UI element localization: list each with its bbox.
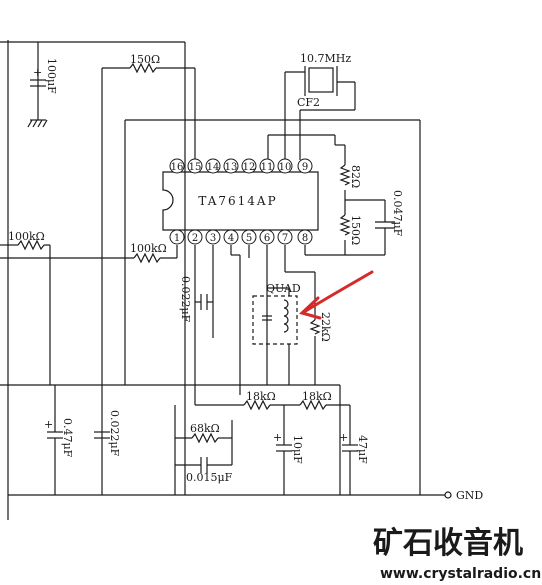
watermark: 矿石收音机 www.crystalradio.cn xyxy=(373,526,541,582)
label-cap-0022-left: 0.022μF xyxy=(108,410,121,457)
ic-pin-15: 15 xyxy=(189,162,202,173)
ic-pin-12: 12 xyxy=(243,162,256,173)
watermark-url: www.crystalradio.cn xyxy=(380,566,541,582)
label-res-68k: 68kΩ xyxy=(190,422,220,435)
svg-text:+: + xyxy=(44,418,53,431)
ic-pin-6: 6 xyxy=(264,233,270,244)
ic-label: TA7614AP xyxy=(198,194,277,208)
ic-pin-5: 5 xyxy=(246,233,252,244)
ic-pin-16: 16 xyxy=(171,162,184,173)
label-res-150-top: 150Ω xyxy=(130,53,160,66)
ic-pin-11: 11 xyxy=(261,162,274,173)
label-res-22k: 22kΩ xyxy=(319,312,332,342)
ic-pin-13: 13 xyxy=(225,162,238,173)
ic-pins-top: 16 15 14 13 12 11 10 9 xyxy=(169,158,313,174)
svg-text:+: + xyxy=(33,66,42,79)
ic-pin-3: 3 xyxy=(210,233,216,244)
ic-pin-2: 2 xyxy=(192,233,198,244)
label-cap-10: 10μF xyxy=(291,435,304,464)
ic-pin-1: 1 xyxy=(174,233,180,244)
label-gnd: GND xyxy=(456,489,483,502)
ic-pin-14: 14 xyxy=(207,162,220,173)
gnd-terminal xyxy=(444,491,452,499)
wiring xyxy=(0,40,445,520)
label-cap-0015: 0.015μF xyxy=(186,471,233,484)
ic-pin-7: 7 xyxy=(282,233,288,244)
svg-text:+: + xyxy=(273,431,282,444)
label-res-150-side: 150Ω xyxy=(349,215,362,245)
ic-pin-4: 4 xyxy=(228,233,234,244)
label-res-100k-left: 100kΩ xyxy=(8,230,45,243)
label-quad: QUAD xyxy=(266,282,301,295)
label-crystal: 10.7MHz xyxy=(300,52,351,65)
ic-pins-bottom: 1 2 3 4 5 6 7 8 xyxy=(169,229,313,245)
label-cap-100: 100μF xyxy=(45,58,58,94)
label-res-18k-a: 18kΩ xyxy=(246,390,276,403)
ic-pin-8: 8 xyxy=(302,233,308,244)
label-res-18k-b: 18kΩ xyxy=(302,390,332,403)
label-cap-0022-mid: 0.022μF xyxy=(179,276,192,323)
label-res-82: 82Ω xyxy=(349,165,362,188)
ic-pin-10: 10 xyxy=(279,162,292,173)
label-cap-47: 47μF xyxy=(356,435,369,464)
red-arrow-annotation xyxy=(299,270,374,320)
ic-pin-9: 9 xyxy=(302,162,308,173)
svg-text:+: + xyxy=(339,431,348,444)
label-cap-047-left: 0.47μF xyxy=(61,418,74,458)
polarity-marks: + + + + xyxy=(33,66,348,444)
label-cf2: CF2 xyxy=(297,96,320,109)
label-cap-047-right: 0.047μF xyxy=(391,190,404,237)
label-res-100k-mid: 100kΩ xyxy=(130,242,167,255)
watermark-title: 矿石收音机 xyxy=(373,526,523,561)
